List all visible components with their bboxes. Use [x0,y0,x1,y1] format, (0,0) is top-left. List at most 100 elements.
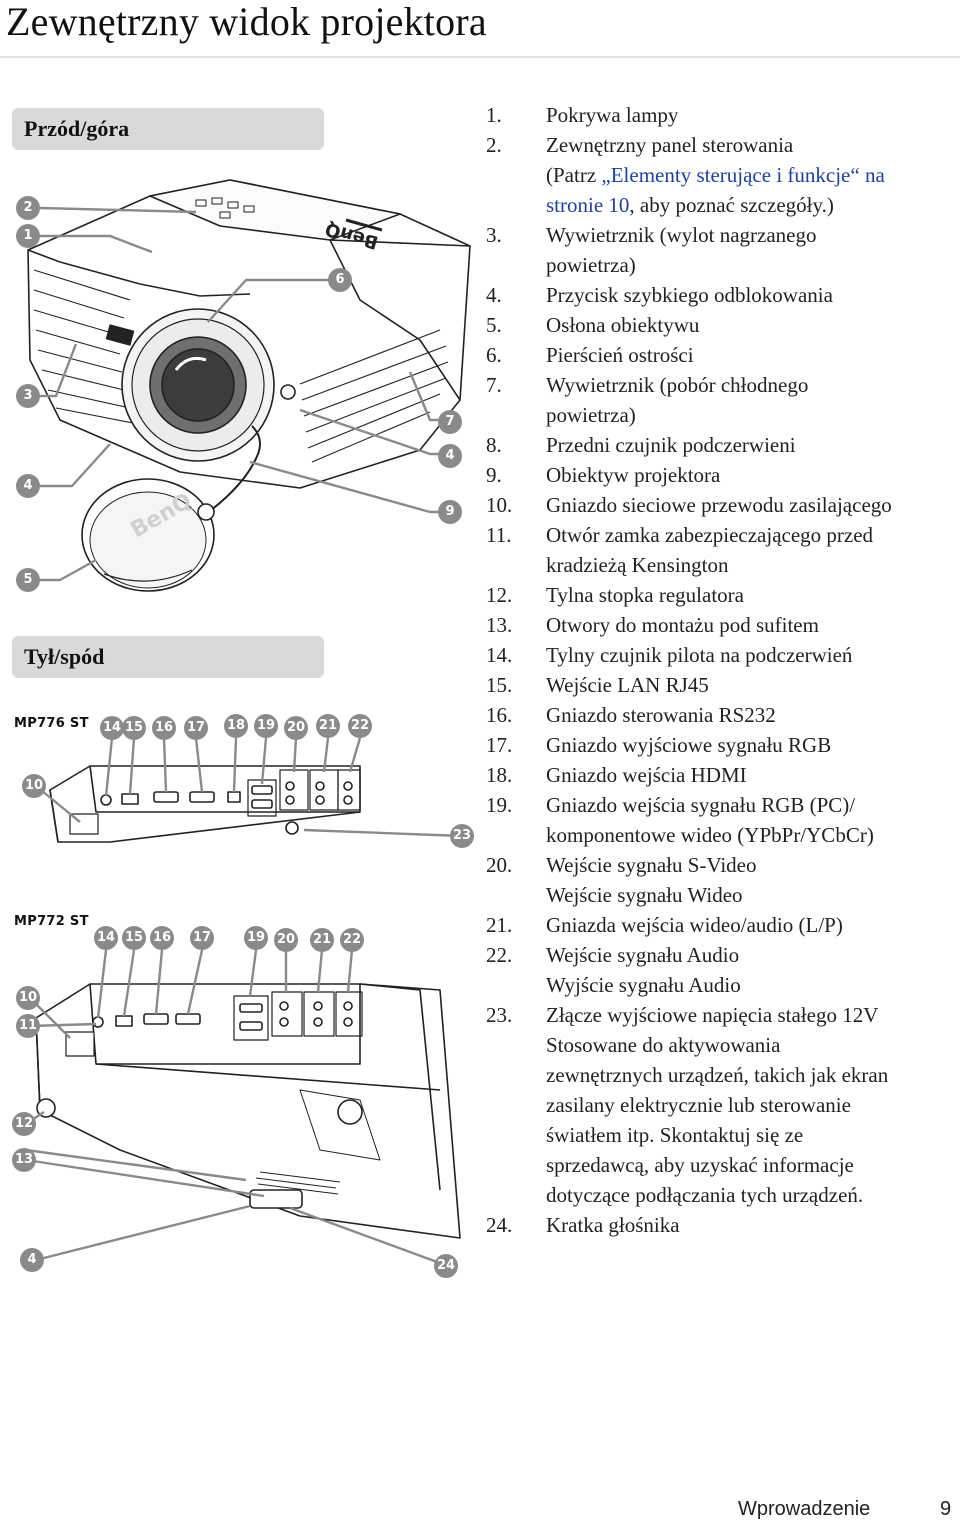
callout-776-16: 16 [152,716,176,740]
list-item: 15. Wejście LAN RJ45 [486,670,956,700]
list-item-text: powietrza) [546,403,636,427]
list-item-number: 2. [486,133,502,157]
list-item: 2. Zewnętrzny panel sterowania (Patrz „Ele… [486,130,956,220]
list-item-text: Wywietrznik (pobór chłodnego [546,373,809,397]
list-item-text: Gniazdo wejścia sygnału RGB (PC)/ [546,793,856,817]
footer-section: Wprowadzenie [738,1498,871,1520]
list-item-number: 21. [486,913,513,937]
footer-page-number: 9 [940,1498,952,1520]
callout-1: 1 [16,224,40,248]
list-item-text: Gniazdo wyjściowe sygnału RGB [546,733,832,757]
list-item: 16.Gniazdo sterowania RS232 [486,700,956,730]
callout-776-15: 15 [122,716,146,740]
list-item: 6.Pierścień ostrości [486,340,956,370]
list-item: 13.Otwory do montażu pod sufitem [486,610,956,640]
list-item-text: Przedni czujnik podczerwieni [546,433,796,457]
list-item-number: 23. [486,1003,513,1027]
list-item: 24. Kratka głośnika [486,1210,956,1240]
list-item-text: Tylny czujnik pilota na podczerwień [546,643,853,667]
controls-reference-link[interactable]: „Elementy sterujące i funkcje“ na [601,163,885,187]
callout-leaders [25,206,463,1268]
callout-776-21: 21 [316,714,340,738]
callout-772-13: 13 [12,1148,36,1172]
lens-cap [81,425,261,592]
list-item-text: Gniazda wejścia wideo/audio (L/P) [546,913,843,937]
callout-2: 2 [16,196,40,220]
list-item-number: 5. [486,313,502,337]
callout-772-22: 22 [340,928,364,952]
callout-776-10: 10 [22,774,46,798]
projector-lens [121,308,275,462]
list-item-number: 6. [486,343,502,367]
callout-772-21: 21 [310,928,334,952]
list-item-text: Wejście sygnału Wideo [546,883,743,907]
list-item-number: 10. [486,493,513,517]
list-item-text: Gniazdo sieciowe przewodu zasilającego [546,493,892,517]
list-item-text: kradzieżą Kensington [546,553,729,577]
callout-9: 9 [438,500,462,524]
list-item-text: Stosowane do aktywowania [546,1033,781,1057]
callout-772-10: 10 [16,986,40,1010]
callout-8: 4 [438,444,462,468]
list-item-number: 14. [486,643,513,667]
callout-772-20: 20 [274,928,298,952]
callout-772-15: 15 [122,926,146,950]
list-item-number: 3. [486,223,502,247]
callout-776-17: 17 [184,716,208,740]
list-item-text: Kratka głośnika [546,1213,680,1237]
model-label-mp772: MP772 ST [14,914,89,929]
callout-772-12: 12 [12,1112,36,1136]
list-item-text: Pokrywa lampy [546,103,679,127]
callout-6: 6 [328,268,352,292]
list-item: 9.Obiektyw projektora [486,460,956,490]
parts-list: 1. Pokrywa lampy 2. Zewnętrzny panel sterow… [486,100,956,1240]
list-item-text: powietrza) [546,253,636,277]
list-item-number: 9. [486,463,502,487]
list-item-text: Przycisk szybkiego odblokowania [546,283,833,307]
list-item-number: 8. [486,433,502,457]
model-label-mp776: MP776 ST [14,716,89,731]
list-item: 19. Gniazdo wejścia sygnału RGB (PC)/ komp… [486,790,956,850]
reference-prefix: (Patrz [546,163,602,187]
callout-776-14: 14 [100,716,124,740]
callout-776-19: 19 [254,714,278,738]
list-item-text: Zewnętrzny panel sterowania [546,133,794,157]
callout-772-11: 11 [16,1014,40,1038]
callout-772-24: 24 [434,1254,458,1278]
title-divider [0,56,960,58]
section-back-header: Tył/spód [12,636,324,678]
section-front-header: Przód/góra [12,108,324,150]
list-item-text: Gniazdo sterowania RS232 [546,703,776,727]
list-item-text: Tylna stopka regulatora [546,583,744,607]
projector-illustration: BenQ BenQ [25,179,471,1268]
projector-back-mp772 [35,983,461,1239]
callout-7: 7 [438,410,462,434]
list-item-text: Wejście sygnału Audio [546,943,740,967]
list-item-number: 24. [486,1213,513,1237]
list-item-text: Wejście sygnału S-Video [546,853,757,877]
projector-back-mp776 [49,765,361,843]
reference-suffix: , aby poznać szczegóły.) [629,193,834,217]
list-item-number: 20. [486,853,513,877]
list-item-number: 15. [486,673,513,697]
list-item-text: dotyczące podłączania tych urządzeń. [546,1183,864,1207]
callout-5: 5 [16,568,40,592]
list-item-text: komponentowe wideo (YPbPr/YCbCr) [546,823,874,847]
list-item: 14. Tylny czujnik pilota na podczerwień [486,640,956,670]
callout-776-18: 18 [224,714,248,738]
list-item: 12.Tylna stopka regulatora [486,580,956,610]
list-item: 4. Przycisk szybkiego odblokowania [486,280,956,310]
list-item-text: Wejście LAN RJ45 [546,673,709,697]
list-item-text: Złącze wyjściowe napięcia stałego 12V [546,1003,879,1027]
list-item-text: sprzedawcą, aby uzyskać informacje [546,1153,854,1177]
list-item-number: 17. [486,733,513,757]
list-item: 18.Gniazdo wejścia HDMI [486,760,956,790]
page-reference-link[interactable]: stronie 10 [546,193,630,217]
list-item-number: 4. [486,283,502,307]
callout-3: 3 [16,384,40,408]
list-item-number: 19. [486,793,513,817]
callout-776-23: 23 [450,824,474,848]
list-item-number: 1. [486,103,502,127]
